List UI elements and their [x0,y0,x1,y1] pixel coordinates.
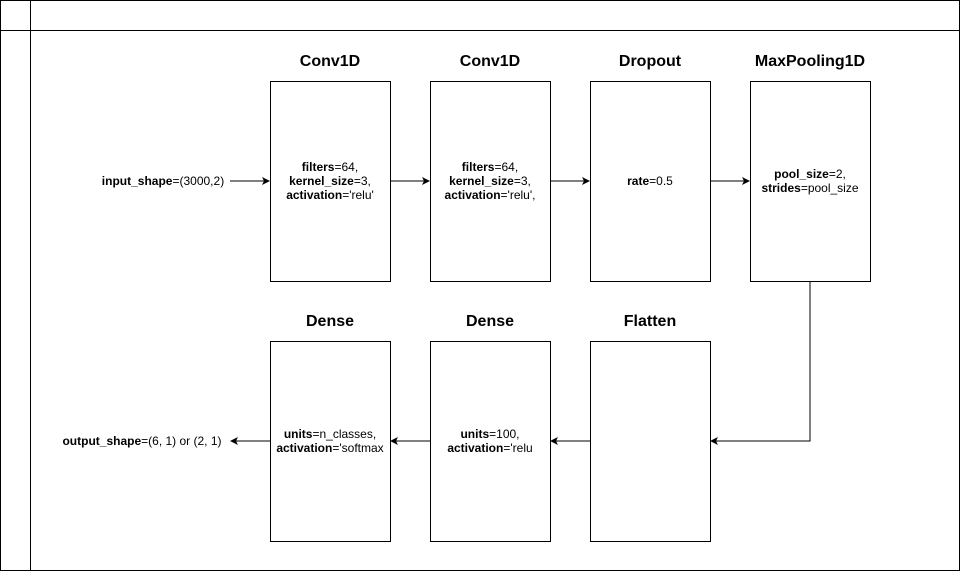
layer-box[interactable] [430,81,551,282]
param-key: strides [761,181,801,195]
arrowhead [582,177,590,185]
layer-node-conv1d-1[interactable]: Conv1Dfilters=64,kernel_size=3,activatio… [270,53,391,282]
param-value: =pool_size [801,181,859,195]
layer-param: kernel_size=3, [449,174,531,188]
layer-param: pool_size=2, [774,167,846,181]
layer-param: units=n_classes, [284,427,376,441]
param-key: filters [462,160,495,174]
layer-box[interactable] [590,81,711,282]
arrowhead [422,177,430,185]
layer-box[interactable] [590,341,711,542]
layer-param: activation='softmax [276,441,383,455]
param-value: =64, [334,160,358,174]
arrowhead [550,437,558,445]
layer-title: MaxPooling1D [755,53,865,70]
param-value: =100, [489,427,519,441]
param-value: =3, [354,174,371,188]
param-value: ='relu [503,441,532,455]
layer-node-dense-2[interactable]: Dense units=n_classes,activation='softmax [270,313,391,542]
arrowhead [742,177,750,185]
layer-title: Dropout [619,53,682,70]
param-value: =64, [494,160,518,174]
param-key: activation [276,441,332,455]
param-key: rate [627,174,649,188]
input-shape-label: input_shape=(3000,2) [102,174,224,188]
layer-param: activation='relu', [445,188,536,202]
layer-nodes: Conv1Dfilters=64,kernel_size=3,activatio… [270,53,871,542]
param-value: ='relu' [342,188,374,202]
arrowhead [390,437,398,445]
param-key: kernel_size [449,174,514,188]
layer-title: Conv1D [460,53,520,70]
layer-param: filters=64, [302,160,358,174]
param-value: ='softmax [332,441,383,455]
layer-node-dropout[interactable]: Dropout rate=0.5 [590,53,711,282]
param-value: =n_classes, [312,427,376,441]
param-key: pool_size [774,167,829,181]
layer-node-maxpooling1d[interactable]: MaxPooling1Dpool_size=2,strides=pool_siz… [750,53,871,282]
layer-node-dense-1[interactable]: Dense units=100,activation='relu [430,313,551,542]
layer-node-conv1d-2[interactable]: Conv1Dfilters=64,kernel_size=3,activatio… [430,53,551,282]
param-value: ='relu', [501,188,536,202]
layer-param: filters=64, [462,160,518,174]
layer-title: Conv1D [300,53,360,70]
layer-title: Dense [466,313,514,330]
param-value: =3, [514,174,531,188]
layer-param: activation='relu' [286,188,374,202]
layer-param: kernel_size=3, [289,174,371,188]
param-key: kernel_size [289,174,354,188]
layer-param: rate=0.5 [627,174,673,188]
arrowhead [710,437,718,445]
layer-box[interactable] [270,81,391,282]
param-key: activation [445,188,501,202]
param-key: units [460,427,489,441]
param-value: =2, [829,167,846,181]
layer-param: strides=pool_size [761,181,858,195]
output-shape-label: output_shape=(6, 1) or (2, 1) [62,434,221,448]
layer-title: Flatten [624,313,676,330]
param-key: activation [286,188,342,202]
layer-box[interactable] [430,341,551,542]
layer-param: units=100, [460,427,519,441]
param-value: =0.5 [649,174,673,188]
edge-maxpooling1d-to-flatten [716,281,811,442]
param-key: activation [447,441,503,455]
arrowhead [262,177,270,185]
param-key: units [284,427,313,441]
arrowhead [230,437,238,445]
param-key: filters [302,160,335,174]
layer-node-flatten[interactable]: Flatten [590,313,711,542]
layer-box[interactable] [270,341,391,542]
layer-box[interactable] [750,81,871,282]
edges [230,177,811,445]
layer-title: Dense [306,313,354,330]
layer-param: activation='relu [447,441,532,455]
